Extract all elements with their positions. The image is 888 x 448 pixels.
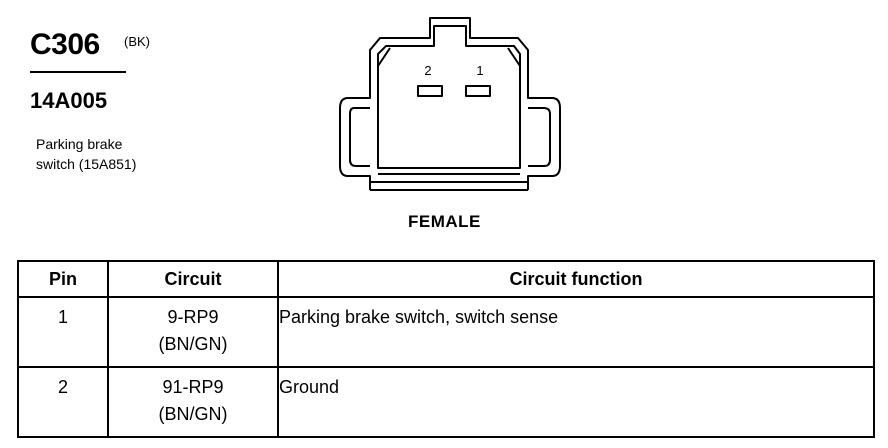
part-number: 14A005 bbox=[30, 88, 108, 113]
connector-gender: FEMALE bbox=[408, 212, 481, 231]
function-cell: Ground bbox=[277, 366, 875, 438]
table-row: 1 9-RP9 (BN/GN) Parking brake switch, sw… bbox=[17, 296, 875, 368]
pin-cell: 1 bbox=[17, 296, 109, 368]
connector-face-diagram: 2 1 bbox=[339, 17, 561, 191]
pin-label-1: 1 bbox=[476, 63, 483, 78]
table-row: 2 91-RP9 (BN/GN) Ground bbox=[17, 366, 875, 438]
function-cell: Parking brake switch, switch sense bbox=[277, 296, 875, 368]
description-line-2: switch (15A851) bbox=[36, 156, 137, 172]
left-latch bbox=[377, 47, 391, 67]
terminal-cavity-pin-2 bbox=[417, 85, 443, 97]
connector-description: Parking brake switch (15A851) bbox=[36, 134, 136, 174]
pin-cell: 2 bbox=[17, 366, 109, 438]
circuit-number: 9-RP9 bbox=[167, 307, 219, 327]
connector-inner-shell bbox=[377, 25, 521, 169]
circuit-number: 91-RP9 bbox=[162, 377, 224, 397]
title-rule bbox=[30, 71, 126, 73]
connector-color: (BK) bbox=[124, 34, 150, 49]
description-line-1: Parking brake bbox=[36, 136, 123, 152]
circuit-cell: 91-RP9 (BN/GN) bbox=[107, 366, 279, 438]
left-side-lock bbox=[349, 107, 370, 167]
header-circuit-function: Circuit function bbox=[277, 260, 875, 298]
pinout-table: Pin Circuit Circuit function 1 9-RP9 (BN… bbox=[17, 260, 875, 438]
pin-label-2: 2 bbox=[424, 63, 431, 78]
circuit-cell: 9-RP9 (BN/GN) bbox=[107, 296, 279, 368]
terminal-cavity-pin-1 bbox=[465, 85, 491, 97]
right-latch bbox=[507, 47, 521, 67]
table-header-row: Pin Circuit Circuit function bbox=[17, 260, 875, 298]
connector-id: C306 bbox=[30, 28, 100, 61]
connector-outer-shell bbox=[339, 17, 561, 183]
circuit-wire-color: (BN/GN) bbox=[158, 404, 228, 424]
header-pin: Pin bbox=[17, 260, 109, 298]
right-side-lock bbox=[528, 107, 551, 167]
header-circuit: Circuit bbox=[107, 260, 279, 298]
circuit-wire-color: (BN/GN) bbox=[158, 334, 228, 354]
